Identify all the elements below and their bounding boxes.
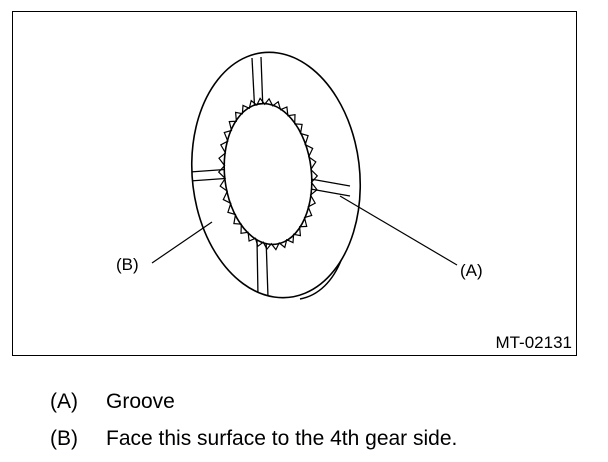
legend-key-b: (B) [50, 427, 78, 450]
figure-code: MT-02131 [495, 333, 572, 352]
legend-key-a: (A) [50, 390, 78, 413]
leader-lines [151, 195, 458, 266]
callout-a: (A) [460, 261, 483, 280]
disc-face [190, 51, 362, 299]
leader-a [339, 195, 458, 266]
legend-text-b: Face this surface to the 4th gear side. [106, 427, 458, 450]
leader-b [151, 221, 213, 264]
spline-teeth [217, 97, 319, 251]
legend-item-b: (B) Face this surface to the 4th gear sid… [50, 428, 457, 449]
spline-teeth-outline [217, 97, 319, 251]
legend-text-a: Groove [106, 390, 175, 413]
legend-item-a: (A) Groove [50, 391, 175, 412]
callout-b: (B) [116, 255, 139, 274]
